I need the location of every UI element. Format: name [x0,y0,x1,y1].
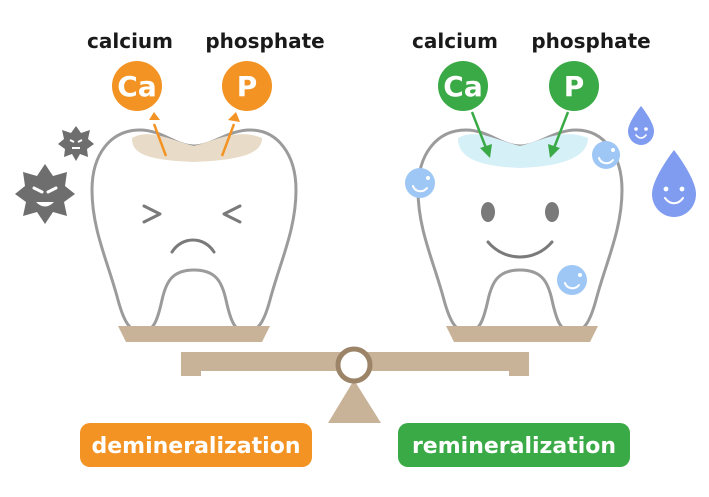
right-phosphate-label: phosphate [531,29,650,53]
remineralization-label: remineralization [412,434,616,459]
left-arrow-phosphate-icon [220,112,240,157]
left-calcium-label: calcium [87,29,173,53]
right-calcium-circle: Ca [438,61,488,111]
left-platform [118,326,270,342]
saliva-drop-small-icon [628,106,654,145]
saliva-drop-large-icon [652,150,696,217]
right-arrow-phosphate-icon [548,111,570,158]
germ-large-icon [15,164,75,224]
left-calcium-circle: Ca [112,61,162,111]
left-phosphate-label: phosphate [205,29,324,53]
germ-small-icon [58,126,94,161]
right-phosphate-circle: P [549,61,599,111]
bubble-icon [405,168,435,198]
left-p-symbol: P [237,70,258,103]
demineralization-label: demineralization [92,434,301,459]
left-arrow-calcium-icon [149,112,168,157]
right-arrow-calcium-icon [470,111,492,158]
remineralization-badge: remineralization [398,423,630,467]
left-phosphate-circle: P [222,61,272,111]
bubble-icon [557,265,587,295]
balance-fulcrum [328,380,381,423]
right-p-symbol: P [564,70,585,103]
bubble-icon [592,141,620,169]
left-ca-symbol: Ca [117,70,156,103]
demineralization-badge: demineralization [80,423,312,467]
right-calcium-label: calcium [412,29,498,53]
balance-pivot-icon [335,346,373,384]
left-tooth-icon [90,128,298,334]
right-ca-symbol: Ca [443,70,482,103]
right-platform [446,326,598,342]
right-tooth-icon [416,128,624,334]
